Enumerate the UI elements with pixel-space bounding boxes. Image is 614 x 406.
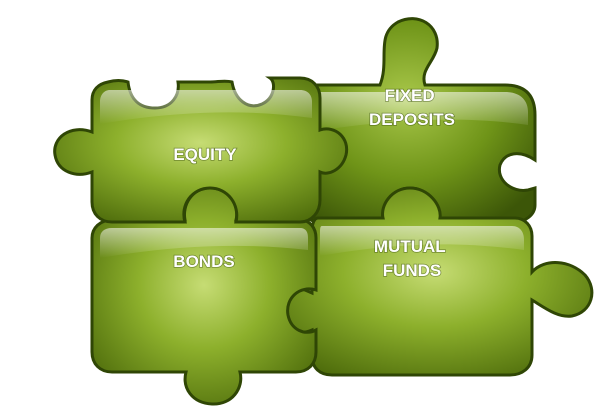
bonds-label-line-1: BONDS <box>173 252 234 271</box>
puzzle-piece-mutual-funds <box>276 186 594 377</box>
puzzle-piece-equity <box>53 76 349 224</box>
equity-label: EQUITY <box>173 145 237 164</box>
fixed-deposits-label: FIXED DEPOSITS <box>369 86 455 129</box>
mutual-funds-label: MUTUAL FUNDS <box>374 237 450 280</box>
mutual-funds-label-line-2: FUNDS <box>383 261 442 280</box>
fixed-deposits-label-line-2: DEPOSITS <box>369 110 455 129</box>
bonds-label: BONDS <box>173 252 234 271</box>
equity-label-line-1: EQUITY <box>173 145 237 164</box>
mutual-funds-label-line-1: MUTUAL <box>374 237 445 256</box>
puzzle-piece-bonds <box>90 186 318 406</box>
equity-gloss <box>100 90 312 124</box>
fixed-deposits-label-line-1: FIXED <box>385 86 435 105</box>
bonds-gloss <box>100 228 308 258</box>
mutual-funds-gloss <box>320 226 524 256</box>
fixed-deposits-gloss <box>312 92 528 132</box>
